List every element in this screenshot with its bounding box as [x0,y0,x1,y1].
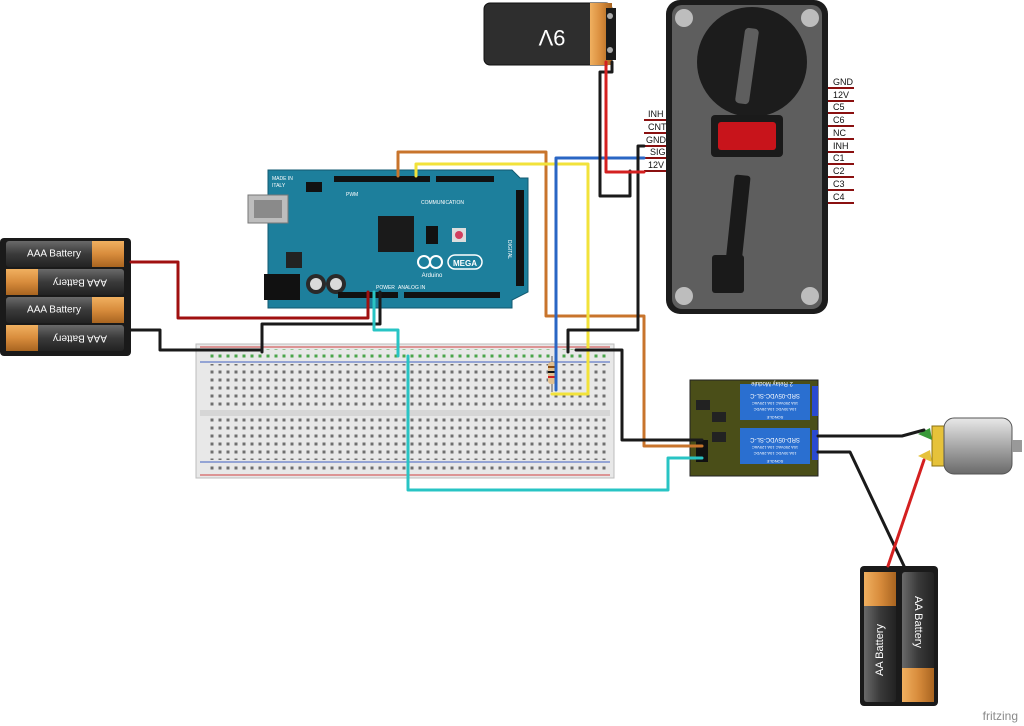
coin-pin-sig: SIG [650,147,666,157]
arduino-mega: MADE IN ITALY PWM COMMUNICATION MEGA Ard… [247,169,529,309]
coin-pin-cnt: CNT [648,122,667,132]
arduino-digital-label: DIGITAL [506,240,512,259]
coin-pin-r-c6: C6 [833,115,845,125]
coin-pin-inh: INH [648,109,664,119]
wire-relay-aa-negative [816,450,906,568]
arduino-pwm-label: PWM [346,192,358,198]
coin-pin-r-c5: C5 [833,102,845,112]
arduino-model: MEGA [453,259,477,268]
relay-2-spec-1: 10A 250VAC 10A 125VAC [752,445,798,450]
relay-1-brand: SONGLE [766,415,783,420]
relay-2-brand: SONGLE [766,459,783,464]
wire-arduino-5v [372,290,400,358]
coin-pin-r-c2: C2 [833,166,845,176]
relay-module: 2 Relay Module SRD-05VDC-SL-C 10A 250VAC… [689,379,819,477]
aaa-cell-1-label: AAA Battery [27,249,81,260]
resistor [548,356,556,392]
wire-aa-positive-motor [886,458,926,568]
battery-9v-label: 9V [538,25,565,50]
aaa-cell-2-label: AAA Battery [53,276,107,287]
dc-motor [918,417,1022,475]
relay-1-spec-2: 10A 30VDC 10A 28VDC [753,407,796,412]
aa-battery-pack: AA Battery AA Battery [860,566,938,706]
aaa-cell-3-label: AAA Battery [27,305,81,316]
fritzing-watermark: fritzing [983,709,1018,723]
relay-1-spec-1: 10A 250VAC 10A 125VAC [752,401,798,406]
wire-coin-gnd [566,144,646,354]
aaa-cell-4-label: AAA Battery [53,332,107,343]
aa-cell-2-label: AA Battery [912,596,924,648]
arduino-brand: Arduino [422,273,443,279]
arduino-made-in: MADE IN [272,176,293,182]
coin-acceptor [666,0,828,314]
coin-pin-r-c3: C3 [833,179,845,189]
coin-pin-r-nc: NC [833,128,846,138]
coin-pin-r-c4: C4 [833,192,845,202]
wire-aaa-positive [129,260,370,320]
wire-9v-positive [604,60,646,174]
coin-pin-r-inh: INH [833,141,849,151]
battery-9v: 9V [483,2,616,66]
coin-acceptor-left-pins: INH CNT GND SIG 12V [644,109,667,172]
wire-arduino-gnd [260,290,382,354]
coin-acceptor-right-pins: GND 12V C5 C6 NC INH C1 C2 C3 C4 [828,77,854,204]
wire-relay-motor [816,428,926,438]
wire-signal-pullup [554,156,646,392]
coin-pin-gnd: GND [646,135,667,145]
coin-pin-r-12v: 12V [833,90,849,100]
wires [129,60,926,568]
wire-aaa-negative [129,328,264,352]
coin-pin-r-gnd: GND [833,77,854,87]
relay-module-title: 2 Relay Module [750,380,792,386]
coin-pin-r-c1: C1 [833,153,845,163]
aa-cell-1-label: AA Battery [874,624,886,676]
relay-1-model: SRD-05VDC-SL-C [750,392,800,398]
arduino-power-label: POWER [376,285,395,291]
wire-coin-signal [414,162,590,396]
arduino-analog-label: ANALOG IN [398,285,426,291]
relay-2-model: SRD-05VDC-SL-C [750,436,800,442]
wire-9v-negative [598,60,632,198]
aaa-battery-pack: AAA Battery AAA Battery AAA Battery AAA … [0,238,131,356]
wire-relay-gnd [574,348,704,442]
coin-pin-12v: 12V [648,160,664,170]
arduino-country: ITALY [272,183,286,189]
wire-relay-vcc [406,354,704,492]
wire-relay-in [396,150,704,448]
arduino-communication-label: COMMUNICATION [421,200,464,206]
relay-2-spec-2: 10A 30VDC 10A 28VDC [753,451,796,456]
